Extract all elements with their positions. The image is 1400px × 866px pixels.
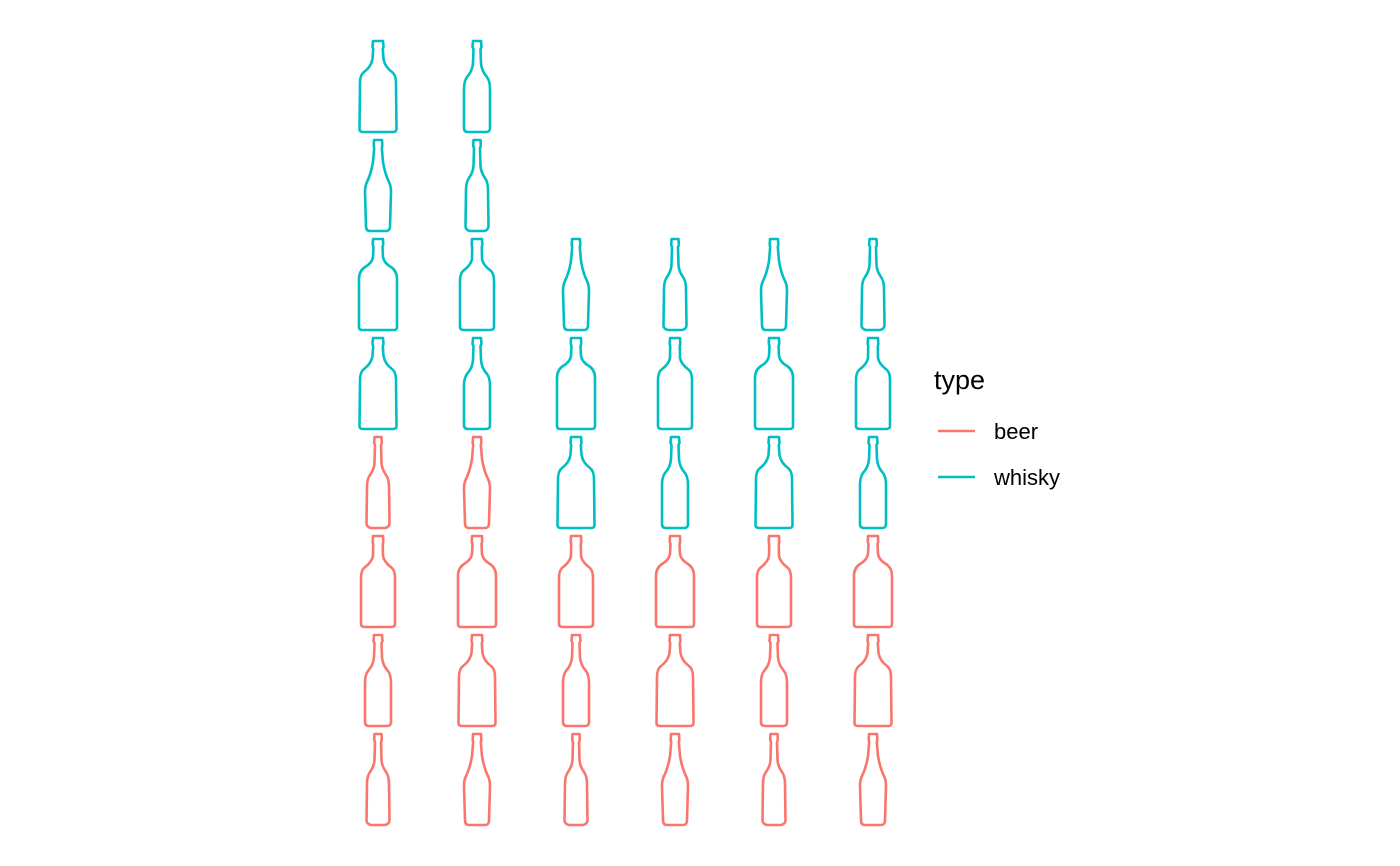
bottle-icon-beer-col5-2 — [759, 633, 789, 728]
bottle-icon-whisky-col2-4 — [462, 39, 492, 134]
bottle-icon-beer-col1-3 — [359, 534, 397, 629]
bottle-icon-whisky-col1-4 — [358, 39, 398, 134]
bottle-icon-whisky-col4-2 — [656, 336, 694, 431]
bottle-icon-whisky-col4-3 — [662, 237, 688, 332]
legend-label-whisky: whisky — [993, 465, 1060, 490]
legend-label-beer: beer — [994, 419, 1038, 444]
bottle-icon-whisky-col6-1 — [858, 435, 888, 530]
bottle-icon-whisky-col4-1 — [660, 435, 690, 530]
bottle-icon-whisky-col2-3 — [464, 138, 490, 233]
bottle-icon-whisky-col6-2 — [854, 336, 892, 431]
bottle-icon-whisky-col1-1 — [358, 336, 398, 431]
bottle-icon-whisky-col1-2 — [357, 237, 399, 332]
bottle-icon-whisky-col5-2 — [753, 336, 795, 431]
legend: type beer whisky — [934, 365, 1060, 490]
bottle-icon-beer-col1-1 — [365, 732, 391, 827]
bottle-icon-beer-col3-1 — [563, 732, 589, 827]
bottle-icon-whisky-col3-3 — [561, 237, 591, 332]
bottle-icon-whisky-col5-3 — [759, 237, 789, 332]
bottle-icon-beer-col6-2 — [853, 633, 893, 728]
bottle-icon-whisky-col2-1 — [462, 336, 492, 431]
bottle-icon-whisky-col1-3 — [363, 138, 393, 233]
bottle-icon-beer-col3-2 — [561, 633, 591, 728]
legend-entry-whisky: whisky — [938, 465, 1060, 490]
bottle-icon-whisky-col3-2 — [555, 336, 597, 431]
bottle-icon-whisky-col3-1 — [556, 435, 596, 530]
legend-title: type — [934, 365, 985, 395]
legend-entries: beer whisky — [938, 419, 1060, 490]
bottle-icon-beer-col6-1 — [858, 732, 888, 827]
bottle-icon-beer-col2-3 — [456, 534, 498, 629]
bottle-icon-beer-col3-3 — [557, 534, 595, 629]
bottle-icon-whisky-col5-1 — [754, 435, 794, 530]
bottle-icon-beer-col5-1 — [761, 732, 787, 827]
bottle-icon-beer-col4-3 — [654, 534, 696, 629]
bottle-icon-beer-col1-4 — [365, 435, 391, 530]
bottle-icon-beer-col2-1 — [462, 732, 492, 827]
bottle-icon-beer-col6-3 — [852, 534, 894, 629]
legend-entry-beer: beer — [938, 419, 1038, 444]
bottle-icon-beer-col4-2 — [655, 633, 695, 728]
bottle-icon-beer-col4-1 — [660, 732, 690, 827]
bottle-icon-beer-col2-2 — [457, 633, 497, 728]
bottle-icon-whisky-col2-2 — [458, 237, 496, 332]
bottle-icon-whisky-col6-3 — [860, 237, 886, 332]
bottle-marks — [357, 39, 894, 827]
bottle-icon-beer-col2-4 — [462, 435, 492, 530]
bottle-icon-beer-col1-2 — [363, 633, 393, 728]
bottle-icon-beer-col5-3 — [755, 534, 793, 629]
